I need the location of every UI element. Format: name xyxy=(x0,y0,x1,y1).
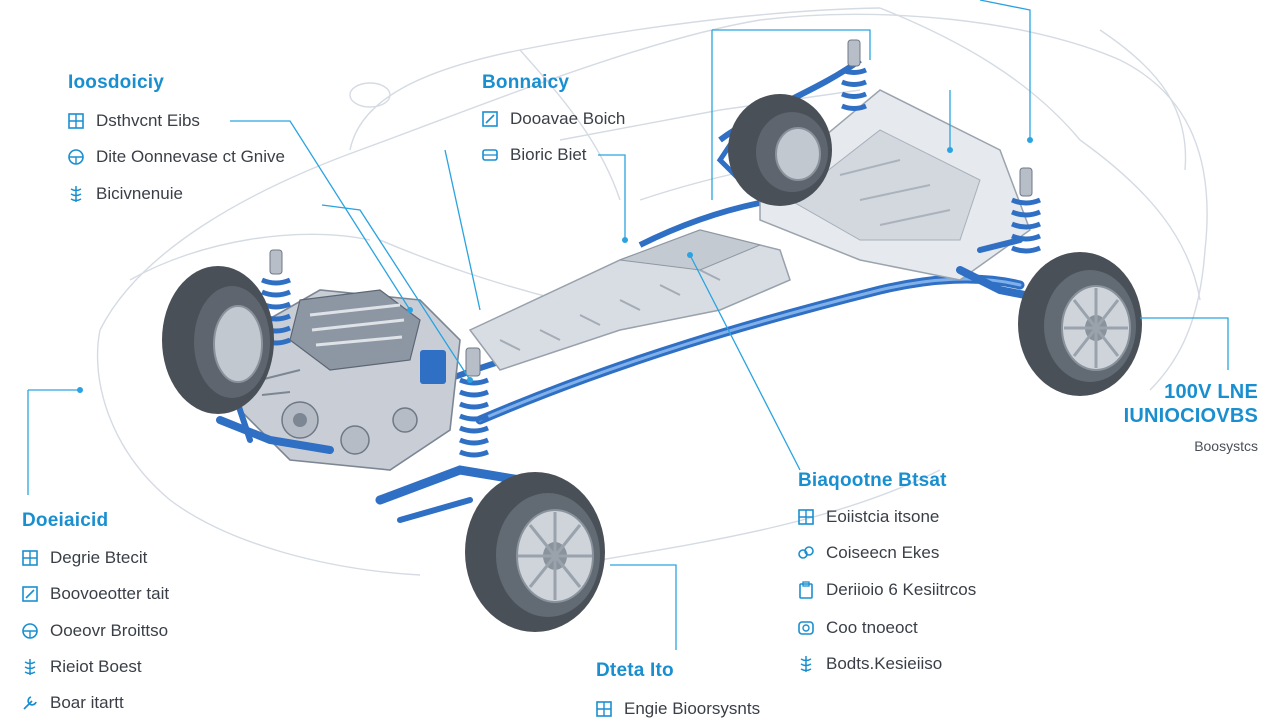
clipboard-icon xyxy=(796,580,816,600)
right-heading-line-2: IUNIOCIOVBS xyxy=(1123,405,1258,427)
item-label: Bodts.Kesieiiso xyxy=(826,654,943,673)
mid-right-item-3: Deriioio 6 Kesiitrcos xyxy=(796,579,976,601)
top-center-heading: Bonnaicy xyxy=(482,72,570,93)
steering-wheel-icon xyxy=(66,147,86,167)
spring-icon xyxy=(20,657,40,677)
leader-lines xyxy=(27,0,1229,650)
bottom-center-item-1: Engie Bioorsysnts xyxy=(594,698,760,720)
item-label: Coo tnoeoct xyxy=(826,618,918,637)
bottom-left-item-3: Ooeovr Broittso xyxy=(20,620,168,642)
right-heading-line-1: 100V LNE xyxy=(1164,381,1258,403)
right-heading: 100V LNE IUNIOCIOVBS xyxy=(1124,380,1258,428)
pencil-box-icon xyxy=(20,584,40,604)
wheel-front-right xyxy=(465,472,605,632)
pencil-box-icon xyxy=(480,109,500,129)
item-label: Deriioio 6 Kesiitrcos xyxy=(826,580,977,599)
top-center-item-1: Dooavae Boich xyxy=(480,108,625,130)
steering-wheel-icon xyxy=(20,621,40,641)
item-label: Degrie Btecit xyxy=(50,548,148,567)
bottom-left-item-4: Rieiot Boest xyxy=(20,656,142,678)
mid-right-item-5: Bodts.Kesieiiso xyxy=(796,653,942,675)
top-left-item-2: Dite Oonnevase ct Gnive xyxy=(66,146,285,168)
link-icon xyxy=(796,543,816,563)
bottom-left-item-2: Boovoeotter tait xyxy=(20,583,169,605)
bottom-center-heading: Dteta Ito xyxy=(596,660,674,681)
grid-icon xyxy=(594,699,614,719)
coil-springs xyxy=(261,67,1041,458)
wheel-rear-right xyxy=(1018,252,1142,396)
gear-box-icon xyxy=(796,618,816,638)
bottom-left-heading: Doeiaicid xyxy=(22,510,109,531)
battery-icon xyxy=(480,145,500,165)
item-label: Boar itartt xyxy=(50,693,124,712)
item-label: Rieiot Boest xyxy=(50,657,142,676)
spring-icon xyxy=(66,184,86,204)
engine-block xyxy=(239,289,461,471)
item-label: Engie Bioorsysnts xyxy=(624,699,761,718)
item-label: Boovoeotter tait xyxy=(50,584,170,603)
item-label: Dite Oonnevase ct Gnive xyxy=(96,147,285,166)
wrench-icon xyxy=(20,693,40,713)
bottom-left-item-1: Degrie Btecit xyxy=(20,547,147,569)
leader-dots xyxy=(77,137,1033,393)
shock-absorbers xyxy=(269,39,1033,377)
item-label: Ooeovr Broittso xyxy=(50,621,169,640)
wheel-front-left xyxy=(162,266,274,414)
top-left-heading: Ioosdoiciy xyxy=(68,72,164,93)
mid-right-item-4: Coo tnoeoct xyxy=(796,617,918,639)
item-label: Bicivnenuie xyxy=(96,184,183,203)
car-body-outline xyxy=(96,7,1208,576)
spring-icon xyxy=(796,654,816,674)
top-center-item-2: Bioric Biet xyxy=(480,144,587,166)
item-label: Bioric Biet xyxy=(510,145,587,164)
mid-right-item-1: Eoiistcia itsone xyxy=(796,506,939,528)
top-left-item-1: Dsthvcnt Eibs xyxy=(66,110,200,132)
grid-icon xyxy=(66,111,86,131)
bottom-left-item-5: Boar itartt xyxy=(20,692,124,714)
mid-right-item-2: Coiseecn Ekes xyxy=(796,542,939,564)
mid-right-heading: Biaqootne Btsat xyxy=(798,470,947,491)
top-left-item-3: Bicivnenuie xyxy=(66,183,183,205)
right-subheading: Boosystcs xyxy=(1194,438,1258,454)
item-label: Eoiistcia itsone xyxy=(826,507,940,526)
item-label: Dsthvcnt Eibs xyxy=(96,111,200,130)
grid-icon xyxy=(796,507,816,527)
item-label: Coiseecn Ekes xyxy=(826,543,940,562)
grid-icon xyxy=(20,548,40,568)
wheel-rear-left xyxy=(728,94,832,206)
item-label: Dooavae Boich xyxy=(510,109,626,128)
